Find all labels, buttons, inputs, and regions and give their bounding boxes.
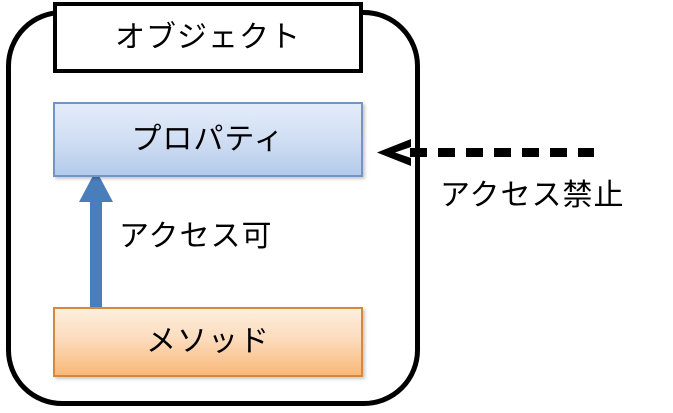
allow-access-arrow-icon (79, 170, 113, 312)
property-node-label: プロパティ (131, 122, 285, 156)
deny-access-arrow-icon (377, 139, 594, 166)
deny-access-label: アクセス禁止 (440, 179, 625, 212)
property-node: プロパティ (53, 102, 363, 177)
object-title-box: オブジェクト (53, 2, 363, 73)
method-node: メソッド (53, 307, 363, 377)
object-title-label: オブジェクト (115, 20, 301, 54)
allow-access-label: アクセス可 (119, 220, 273, 253)
method-node-label: メソッド (146, 325, 270, 358)
